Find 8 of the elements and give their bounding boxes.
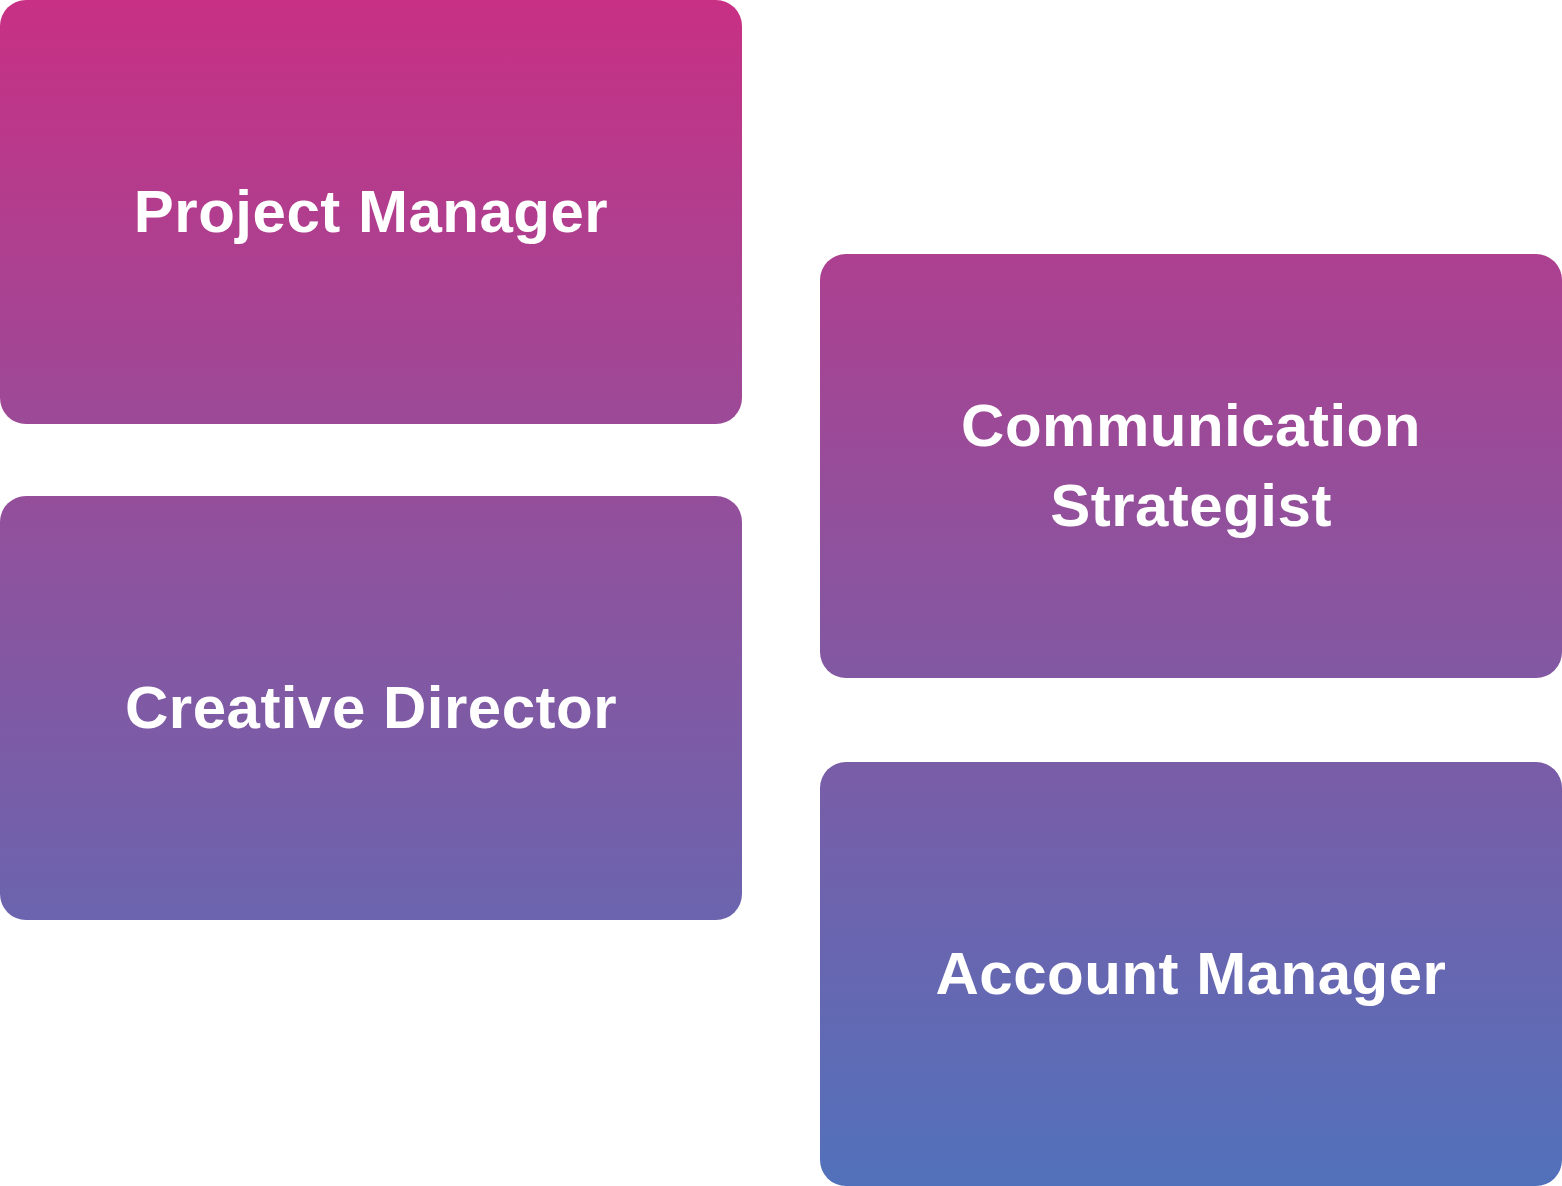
role-card [820,762,1562,1186]
role-card [0,0,742,424]
role-title: Account Manager [934,939,1448,1009]
role-card [820,254,1562,678]
role-title: Communication Strategist [960,391,1422,541]
role-card [0,496,742,920]
role-title: Creative Director [123,673,618,743]
role-title: Project Manager [132,177,610,247]
